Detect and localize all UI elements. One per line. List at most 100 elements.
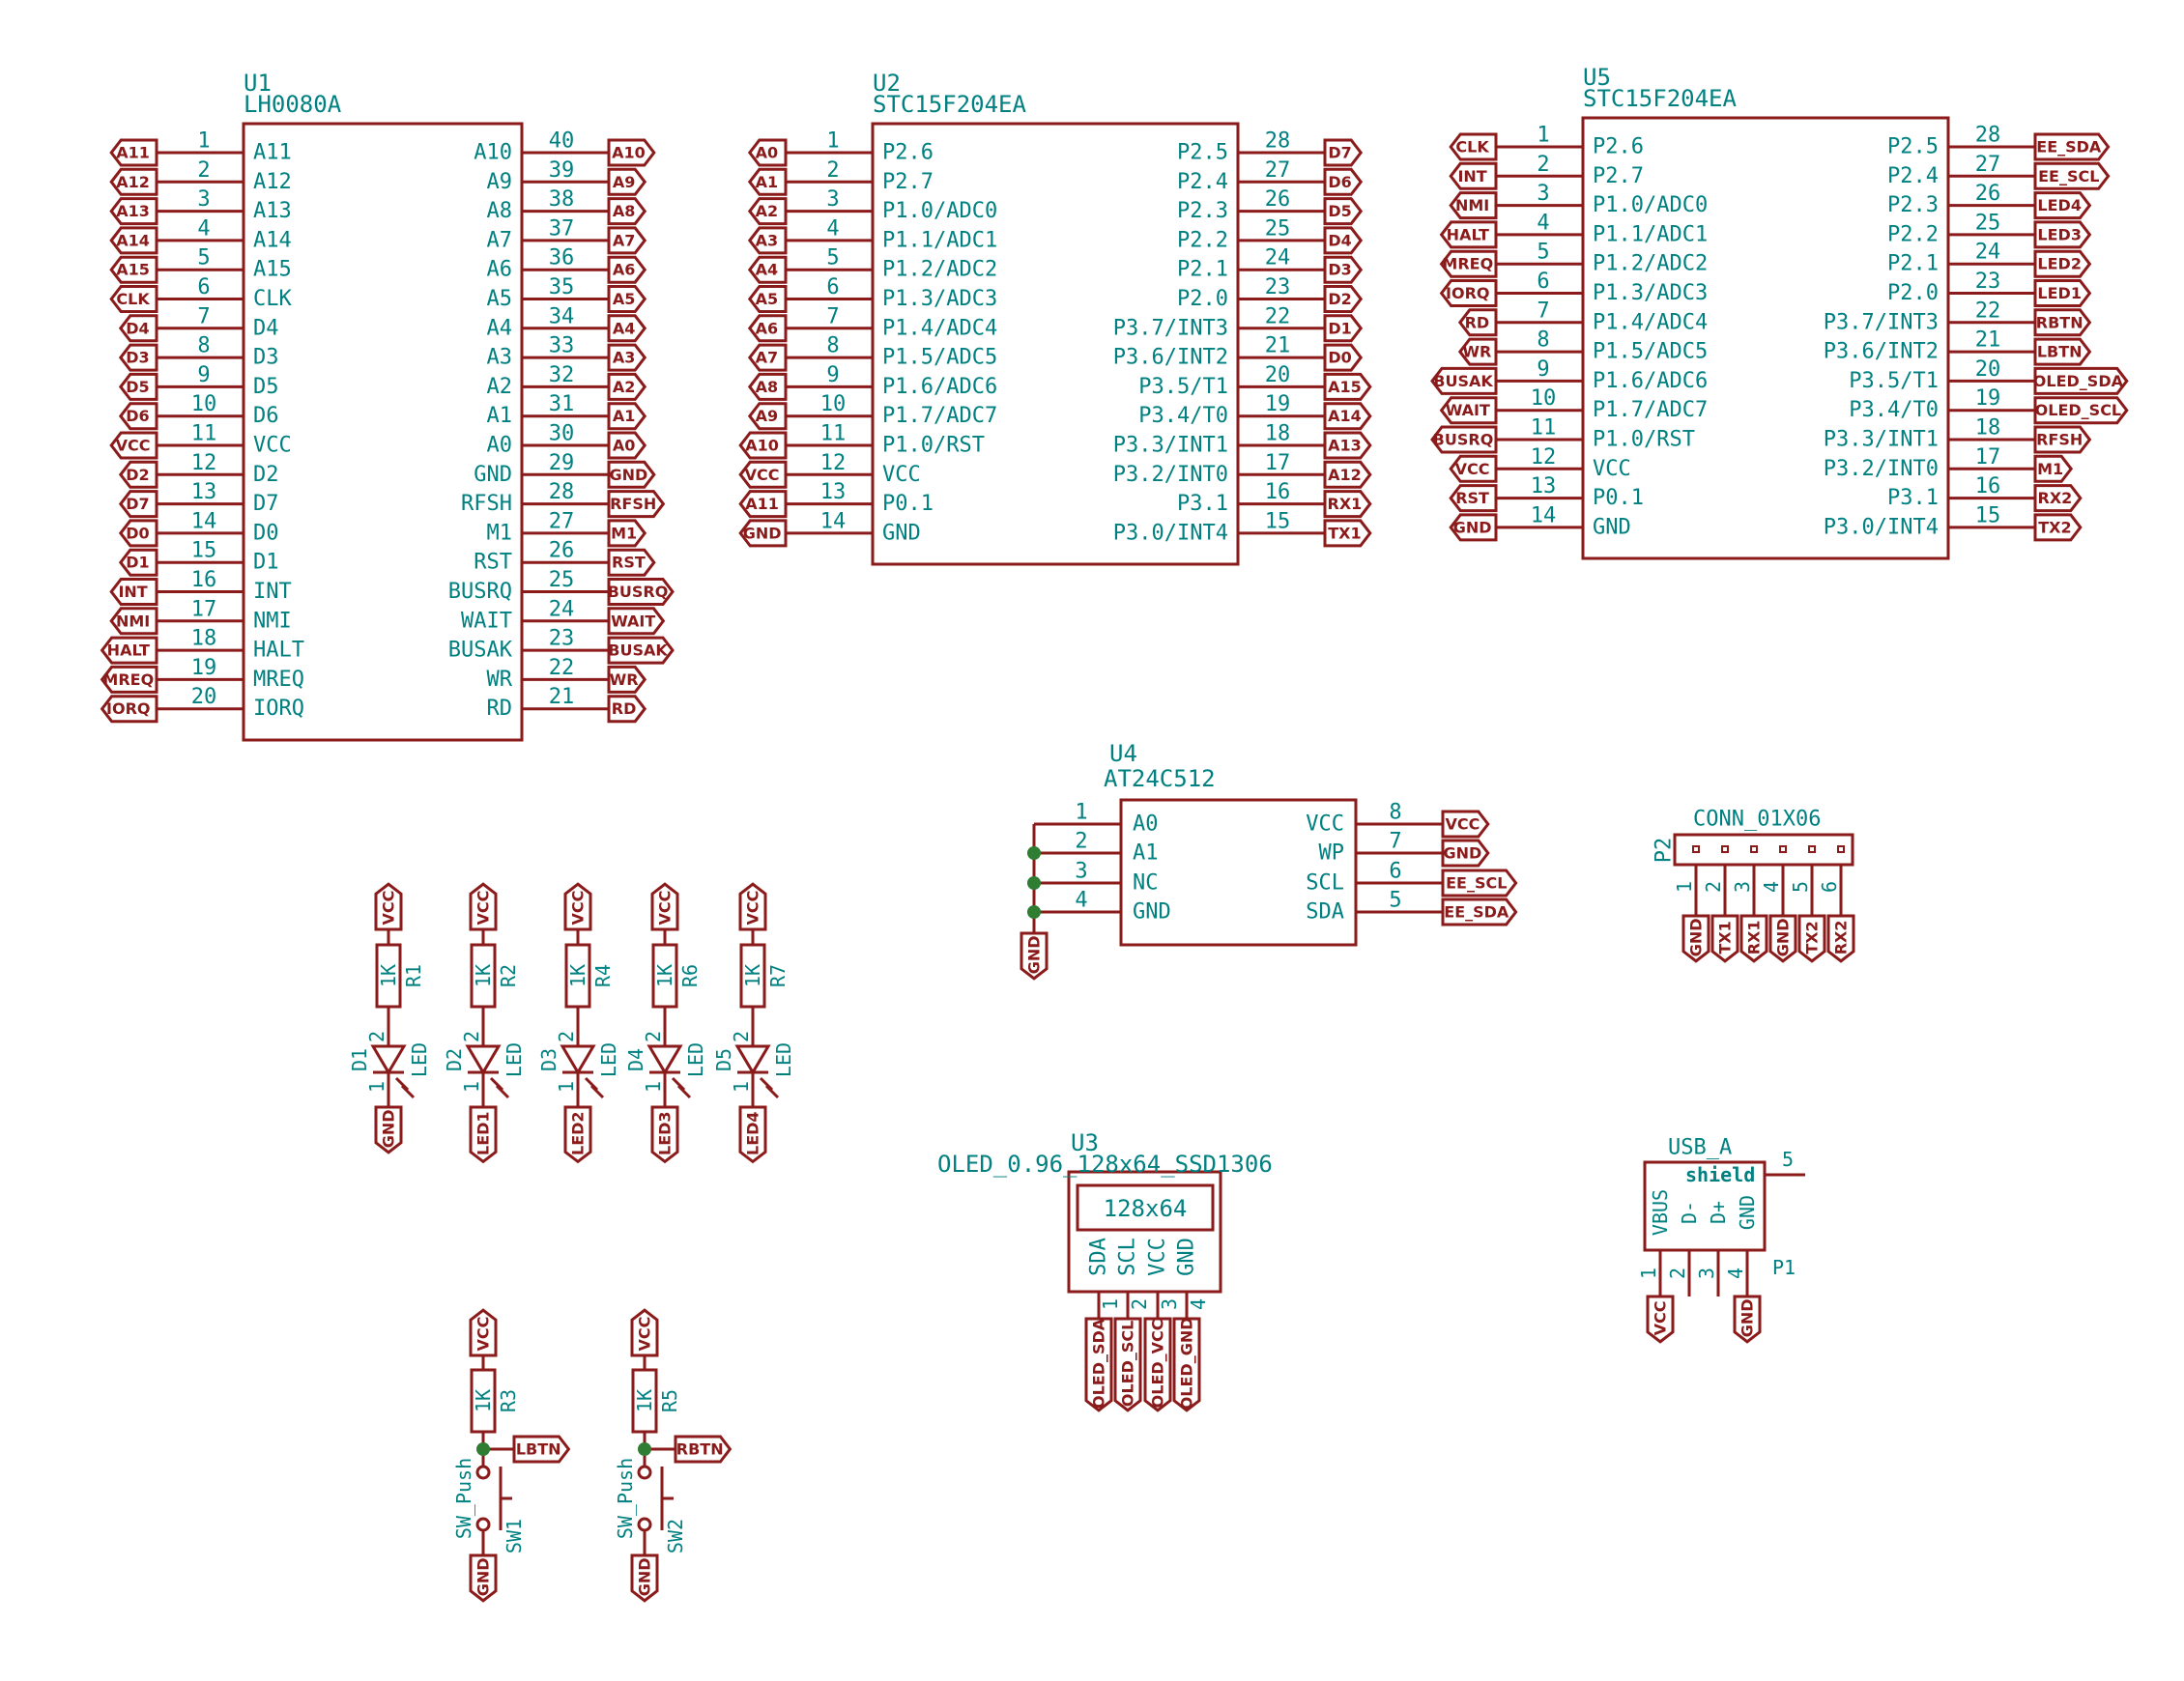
pin-name: D1 xyxy=(253,551,279,575)
net-label-a2: A2 xyxy=(607,372,647,401)
net-label-text: VCC xyxy=(656,891,675,926)
net-label-flag xyxy=(1797,914,1826,963)
net-label-text: TX1 xyxy=(1716,921,1735,954)
pin-number: 2 xyxy=(642,1031,665,1042)
net-label-flag xyxy=(2033,191,2092,220)
net-label-gnd: GND xyxy=(1768,914,1797,963)
pin-name: INT xyxy=(253,580,292,604)
pin-name: D3 xyxy=(253,346,279,370)
net-label-flag xyxy=(738,431,788,460)
pin-number: 4 xyxy=(826,216,839,241)
net-label-led4: LED4 xyxy=(738,1105,767,1164)
pin-number: 5 xyxy=(197,246,210,271)
pin-name: P1.3/ADC3 xyxy=(882,287,997,311)
pin-number: 25 xyxy=(1975,211,2001,235)
net-label-a12: A12 xyxy=(1323,460,1372,489)
led-value: LED xyxy=(772,1042,795,1077)
net-label-d3: D3 xyxy=(118,343,158,372)
pin-name: A14 xyxy=(253,228,292,252)
pin-number: 9 xyxy=(1537,357,1549,382)
pin-name: P1.1/ADC1 xyxy=(1593,222,1708,246)
pin-name: P2.7 xyxy=(1593,164,1644,188)
net-label-flag xyxy=(607,402,647,431)
pin-number: 39 xyxy=(549,158,575,183)
net-label-flag xyxy=(1323,519,1372,548)
pin-name: D2 xyxy=(253,463,279,487)
net-label-flag xyxy=(607,226,647,255)
net-label-mreq: MREQ xyxy=(1439,249,1498,278)
pin-number: 7 xyxy=(197,304,210,328)
pin-number: 7 xyxy=(826,304,839,328)
net-label-vcc: VCC xyxy=(1449,454,1498,483)
net-label-flag xyxy=(747,402,788,431)
pin-name: P1.2/ADC2 xyxy=(1593,252,1708,276)
net-label-a12: A12 xyxy=(109,167,158,196)
net-label-gnd: GND xyxy=(738,519,788,548)
net-label-flag xyxy=(118,372,158,401)
net-label-flag xyxy=(2033,454,2074,483)
net-label-oled_vcc: OLED_VCC xyxy=(1143,1317,1172,1412)
pin-name: WP xyxy=(1319,841,1345,866)
net-label-flag xyxy=(2033,308,2092,337)
pin-name: P3.3/INT1 xyxy=(1824,428,1939,452)
net-label-d6: D6 xyxy=(118,402,158,431)
net-label-led4: LED4 xyxy=(2033,191,2092,220)
net-label-flag xyxy=(607,519,647,548)
net-label-flag xyxy=(1323,372,1372,401)
net-label-flag xyxy=(1441,897,1518,926)
led-reference: D4 xyxy=(624,1048,647,1071)
net-label-flag xyxy=(1449,484,1498,513)
net-label-a3: A3 xyxy=(607,343,647,372)
net-label-d0: D0 xyxy=(1323,343,1364,372)
net-label-gnd: GND xyxy=(1449,513,1498,542)
net-label-a14: A14 xyxy=(109,226,158,255)
pin-number: 5 xyxy=(1789,881,1812,893)
pin-name: SCL xyxy=(1306,871,1344,896)
net-label-text: A0 xyxy=(613,437,636,455)
pin-number: 24 xyxy=(549,597,575,621)
ic-body xyxy=(1581,116,1950,560)
net-label-led2: LED2 xyxy=(563,1105,592,1164)
net-label-flag xyxy=(1439,249,1498,278)
net-label-text: HALT xyxy=(1447,225,1489,243)
led-arrow xyxy=(764,1084,780,1099)
net-label-rx1: RX1 xyxy=(1323,490,1372,519)
net-label-text: A15 xyxy=(116,261,150,279)
net-label-flag xyxy=(1449,161,1498,190)
net-label-gnd: GND xyxy=(630,1553,659,1603)
net-label-d7: D7 xyxy=(1323,138,1364,167)
pin-number: 5 xyxy=(1389,889,1401,913)
net-label-text: IORQ xyxy=(106,699,150,718)
pin-number: 6 xyxy=(1537,270,1549,294)
pin-name: P3.5/T1 xyxy=(1138,375,1228,399)
net-label-text: D7 xyxy=(126,495,149,513)
junction-dot xyxy=(1027,876,1041,890)
net-label-rx2: RX2 xyxy=(1826,914,1855,963)
pin-number: 1 xyxy=(642,1081,665,1093)
net-label-a10: A10 xyxy=(607,138,656,167)
net-label-d6: D6 xyxy=(1323,167,1364,196)
pin-number: 11 xyxy=(1531,416,1557,441)
pin-name: D4 xyxy=(253,316,279,340)
pin-number: 16 xyxy=(191,568,217,592)
net-label-text: A2 xyxy=(613,378,636,396)
ic-body xyxy=(242,122,524,742)
net-label-a1: A1 xyxy=(607,402,647,431)
pin-number: 7 xyxy=(1537,299,1549,323)
connector-reference: P2 xyxy=(1652,838,1677,864)
pin-name: MREQ xyxy=(253,668,304,692)
net-label-gnd: GND xyxy=(1681,914,1710,963)
pin-number: 8 xyxy=(1389,801,1401,825)
net-label-text: VCC xyxy=(1652,1300,1670,1335)
pin-number: 19 xyxy=(1975,386,2001,411)
pin-number: 28 xyxy=(549,480,575,504)
pin-number: 13 xyxy=(191,480,217,504)
net-label-flag xyxy=(1430,425,1498,454)
pin-number: 4 xyxy=(1760,881,1783,893)
net-label-a11: A11 xyxy=(109,138,158,167)
pin-number: 20 xyxy=(191,685,217,709)
net-label-a0: A0 xyxy=(607,431,647,460)
net-label-a1: A1 xyxy=(747,167,788,196)
net-label-text: A5 xyxy=(613,290,636,308)
pin-number: 1 xyxy=(555,1081,578,1093)
